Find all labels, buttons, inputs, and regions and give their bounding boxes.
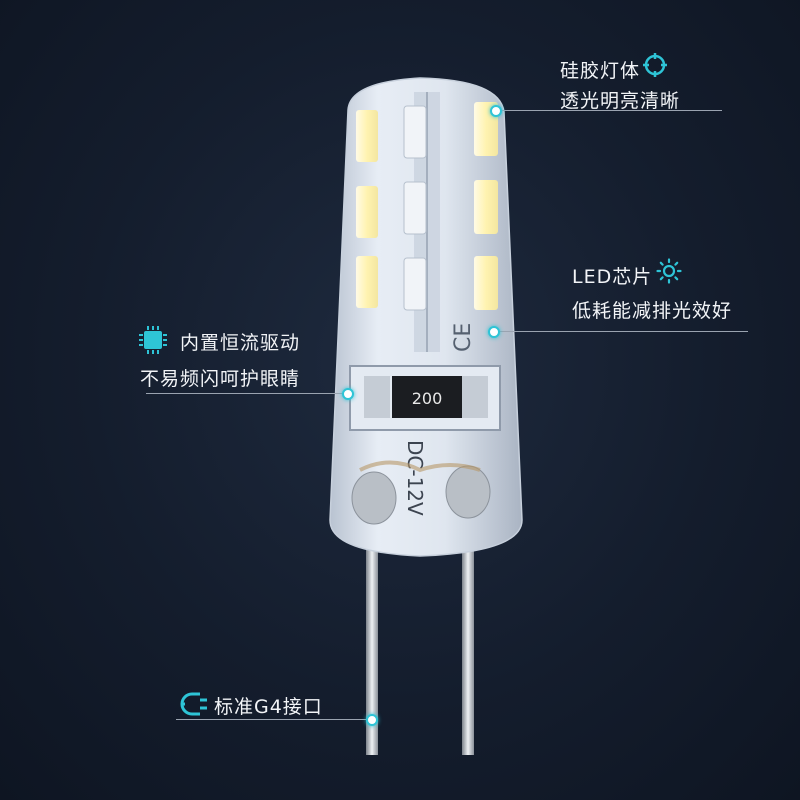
led-chip — [403, 181, 427, 235]
driver-title: 内置恒流驱动 — [180, 332, 301, 354]
led-chip-dot — [488, 326, 500, 338]
resistor-code: 200 — [412, 389, 443, 408]
led-chips — [356, 102, 498, 311]
led-chip — [474, 256, 498, 310]
driver-desc: 不易频闪呵护眼睛 — [140, 368, 301, 390]
led-chip — [356, 186, 378, 238]
right-pin — [462, 540, 474, 755]
silicone-dot — [490, 105, 502, 117]
led-chip-leader — [494, 331, 748, 332]
base-leader — [176, 719, 372, 720]
silicone-title: 硅胶灯体 — [560, 60, 641, 82]
solder-joint-left — [351, 471, 397, 525]
left-pin — [366, 540, 378, 755]
led-chip-desc: 低耗能减排光效好 — [572, 300, 733, 322]
resistor-cap-right — [462, 376, 488, 418]
chip-icon — [139, 326, 167, 354]
silicone-desc: 透光明亮清晰 — [560, 90, 681, 112]
led-chip-title: LED芯片 — [572, 266, 653, 288]
solder-joint-right — [445, 465, 491, 519]
base-title: 标准G4接口 — [214, 696, 323, 718]
driver-leader — [146, 393, 352, 394]
resistor-cap-left — [364, 376, 390, 418]
led-chip — [403, 257, 427, 311]
sun-icon — [656, 258, 682, 284]
silicone-leader — [496, 110, 722, 111]
base-dot — [366, 714, 378, 726]
led-chip — [356, 256, 378, 308]
plug-icon — [180, 692, 207, 716]
resistor — [392, 376, 462, 418]
crosshair-icon — [643, 53, 667, 77]
led-chip — [356, 110, 378, 162]
voltage-marking: DC-12V — [403, 440, 427, 516]
driver-dot — [342, 388, 354, 400]
led-chip — [474, 180, 498, 234]
led-chip — [403, 105, 427, 159]
ce-mark: CE — [451, 323, 476, 352]
